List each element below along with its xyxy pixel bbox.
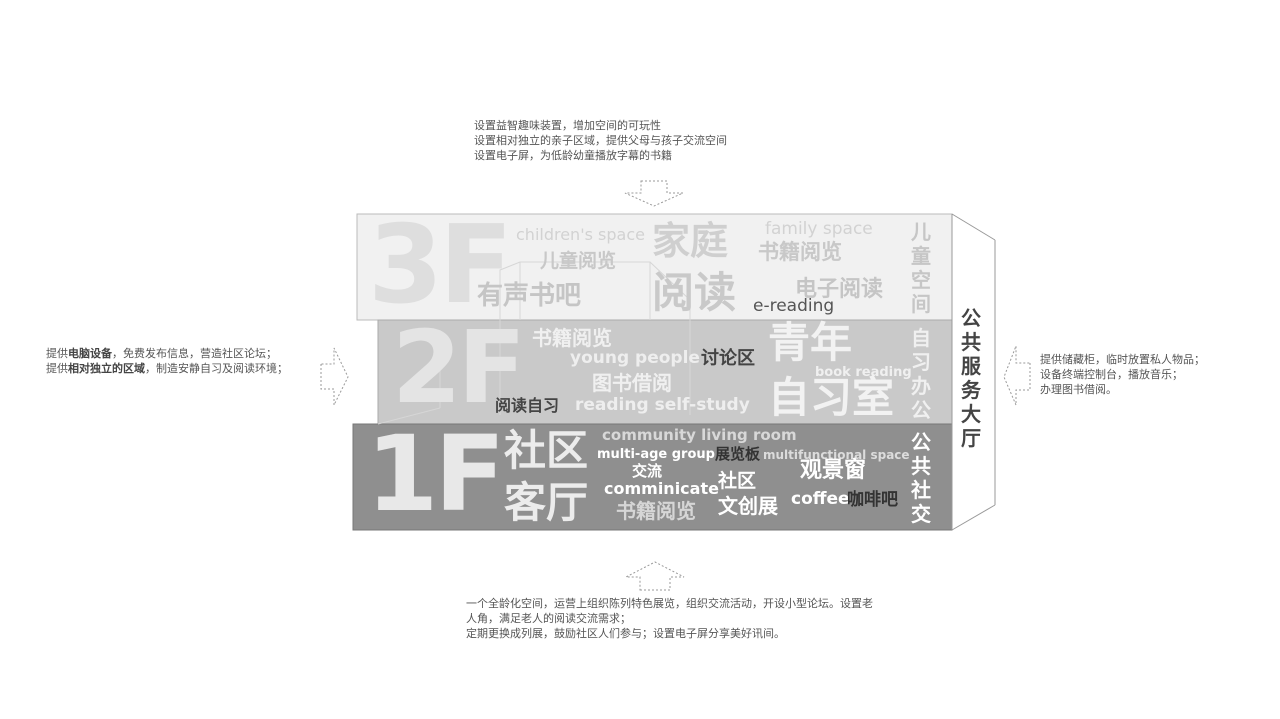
floor1-shuji-yuelan-text: 书籍阅览 bbox=[616, 499, 696, 523]
shequ-text: 社区 bbox=[504, 426, 589, 475]
service-hall-box bbox=[951, 213, 996, 531]
right-note: 提供储藏柜，临时放置私人物品； 设备终端控制台，播放音乐； 办理图书借阅。 bbox=[1040, 352, 1205, 397]
qingnian-text: 青年 bbox=[768, 318, 853, 367]
public-service-hall-label: 公共服务大厅 bbox=[961, 306, 981, 450]
keting-text: 客厅 bbox=[504, 478, 589, 527]
left-note-line: 提供相对独立的区域，制造安静自习及阅读环境； bbox=[46, 362, 288, 375]
floor2-shuji-yuelan-text: 书籍阅览 bbox=[532, 326, 612, 350]
top-note: 设置益智趣味装置，增加空间的可玩性 设置相对独立的亲子区域，提供父母与孩子交流空… bbox=[474, 118, 727, 163]
guanjingchuang-text: 观景窗 bbox=[800, 458, 867, 483]
floor3-shuji-yuelan-text: 书籍阅览 bbox=[758, 240, 842, 264]
bottom-note-line: 一个全龄化空间，运营上组织陈列特色展览，组织交流活动，开设小型论坛。设置老 bbox=[466, 597, 873, 610]
yuedu-text: 阅读 bbox=[652, 268, 737, 317]
arrow-left-right bbox=[1003, 345, 1031, 406]
family-cn-text: 家庭 bbox=[652, 219, 729, 263]
tushu-jieyue-text: 图书借阅 bbox=[592, 371, 672, 395]
multi-age-group-text: multi-age group bbox=[597, 447, 715, 462]
floor2-vertical-text: 自习办公 bbox=[911, 326, 931, 422]
right-note-line: 提供储藏柜，临时放置私人物品； bbox=[1040, 353, 1205, 366]
floor3-vertical-text: 儿童空间 bbox=[911, 220, 931, 316]
zhanlanban-text: 展览板 bbox=[715, 445, 761, 463]
floor-1-label: 1F bbox=[366, 413, 505, 535]
floor1-vertical-text: 公共社交 bbox=[911, 430, 931, 526]
yuedu-zixi-text: 阅读自习 bbox=[495, 396, 560, 415]
jiaoliu-text: 交流 bbox=[632, 462, 663, 480]
arrow-down-top bbox=[624, 180, 684, 207]
community-living-room-text: community living room bbox=[602, 426, 797, 444]
taolunqu-text: 讨论区 bbox=[701, 348, 755, 369]
reading-self-study-text: reading self-study bbox=[575, 395, 750, 415]
wenchuangzhan-text: 文创展 bbox=[718, 494, 778, 518]
youshengshuba-text: 有声书吧 bbox=[477, 281, 582, 311]
bottom-note: 一个全龄化空间，运营上组织陈列特色展览，组织交流活动，开设小型论坛。设置老 人角… bbox=[466, 596, 873, 641]
shequ2-text: 社区 bbox=[718, 470, 757, 492]
left-note: 提供电脑设备，免费发布信息，营造社区论坛； 提供相对独立的区域，制造安静自习及阅… bbox=[46, 346, 288, 376]
bottom-note-line: 人角，满足老人的阅读交流需求； bbox=[466, 612, 631, 625]
young-people-text: young people bbox=[570, 348, 700, 368]
coffee-text: coffee bbox=[791, 489, 850, 509]
comminicate-text: comminicate bbox=[604, 479, 719, 498]
childrens-space-text: children's space bbox=[516, 225, 645, 244]
floor-1-block bbox=[352, 423, 953, 531]
dianzi-yuelan-text: 电子阅读 bbox=[795, 277, 884, 302]
arrow-up-bottom bbox=[625, 561, 685, 591]
right-note-line: 办理图书借阅。 bbox=[1040, 383, 1117, 396]
bottom-note-line: 定期更换成列展，鼓励社区人们参与；设置电子屏分享美好讯间。 bbox=[466, 627, 785, 640]
book-reading-text: book reading bbox=[815, 365, 912, 380]
left-note-line: 提供电脑设备，免费发布信息，营造社区论坛； bbox=[46, 347, 277, 360]
ertong-yuelan-text: 儿童阅览 bbox=[540, 250, 617, 272]
zixishi-text: 自习室 bbox=[768, 373, 895, 422]
family-space-text: family space bbox=[765, 219, 873, 239]
floor-3-block bbox=[356, 213, 953, 321]
top-note-line: 设置相对独立的亲子区域，提供父母与孩子交流空间 bbox=[474, 134, 727, 147]
multifunctional-space-text: multifunctional space bbox=[763, 448, 910, 462]
interior-lines bbox=[377, 261, 691, 425]
right-note-line: 设备终端控制台，播放音乐； bbox=[1040, 368, 1183, 381]
top-note-line: 设置益智趣味装置，增加空间的可玩性 bbox=[474, 119, 661, 132]
floor-3-label: 3F bbox=[368, 203, 513, 328]
top-note-line: 设置电子屏，为低龄幼童播放字幕的书籍 bbox=[474, 149, 672, 162]
floor-2-label: 2F bbox=[392, 309, 526, 426]
floor-2-block bbox=[377, 319, 953, 425]
arrow-right-left bbox=[320, 347, 349, 406]
e-reading-text: e-reading bbox=[753, 296, 835, 316]
kafeiba-text: 咖啡吧 bbox=[847, 490, 898, 510]
